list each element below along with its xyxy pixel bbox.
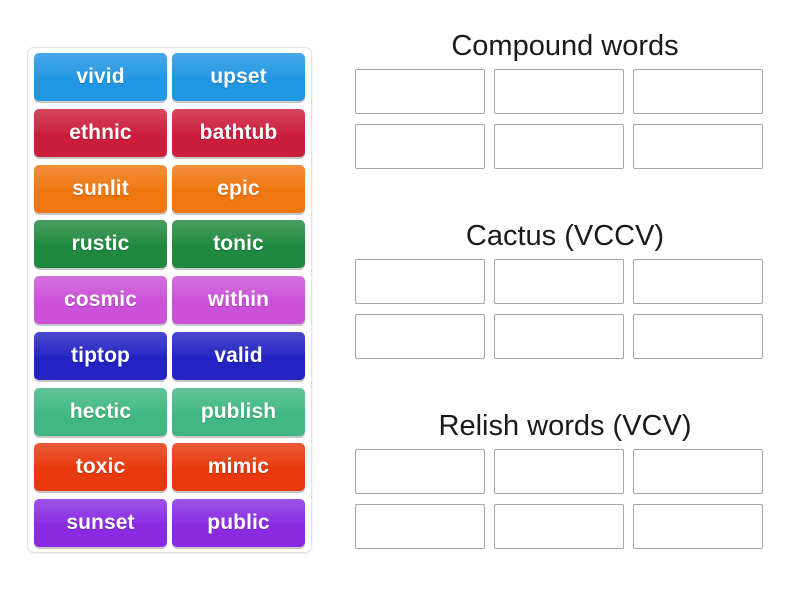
word-tile[interactable]: epic — [172, 164, 305, 213]
word-tile[interactable]: hectic — [34, 387, 167, 436]
drop-box[interactable] — [633, 314, 763, 360]
drop-box[interactable] — [494, 69, 624, 115]
word-tile[interactable]: tonic — [172, 220, 305, 269]
drop-box[interactable] — [355, 259, 485, 305]
category-title: Compound words — [451, 30, 679, 62]
drop-box[interactable] — [494, 124, 624, 170]
drop-box[interactable] — [355, 69, 485, 115]
word-tile[interactable]: mimic — [172, 443, 305, 492]
category-cactus-vccv: Cactus (VCCV) — [340, 220, 790, 360]
word-tile[interactable]: ethnic — [34, 108, 167, 157]
category-relish-words-vcv: Relish words (VCV) — [340, 410, 790, 550]
drop-box[interactable] — [633, 124, 763, 170]
word-tile[interactable]: within — [172, 276, 305, 324]
drop-box[interactable] — [633, 259, 763, 305]
drop-box[interactable] — [633, 449, 763, 495]
drop-box[interactable] — [494, 449, 624, 495]
drop-box[interactable] — [355, 449, 485, 495]
word-tile[interactable]: rustic — [34, 220, 167, 269]
drop-box[interactable] — [633, 504, 763, 550]
word-tile[interactable]: toxic — [34, 443, 167, 492]
category-title: Cactus (VCCV) — [465, 220, 665, 252]
drop-box[interactable] — [494, 259, 624, 305]
word-tile[interactable]: valid — [172, 331, 305, 380]
drop-box[interactable] — [494, 314, 624, 360]
drop-grid-cactus-vccv — [340, 259, 790, 360]
word-tile[interactable]: publish — [172, 387, 305, 436]
drop-box[interactable] — [355, 504, 485, 550]
category-compound-words: Compound words — [340, 30, 790, 170]
word-tile[interactable]: upset — [172, 53, 305, 101]
category-list: Compound words Cactus (VCCV) Relish word… — [340, 30, 790, 580]
drop-box[interactable] — [355, 124, 485, 170]
word-tile[interactable]: tiptop — [34, 331, 167, 380]
category-title: Relish words (VCV) — [438, 410, 692, 442]
word-tile[interactable]: bathtub — [172, 108, 305, 157]
word-tile[interactable]: vivid — [34, 53, 167, 101]
drop-box[interactable] — [355, 314, 485, 360]
drop-grid-relish-words-vcv — [340, 449, 790, 550]
word-tile[interactable]: public — [172, 499, 305, 547]
word-tile[interactable]: sunset — [34, 499, 167, 547]
word-tile[interactable]: sunlit — [34, 164, 167, 213]
drop-box[interactable] — [494, 504, 624, 550]
word-tile[interactable]: cosmic — [34, 276, 167, 324]
drop-grid-compound-words — [340, 69, 790, 170]
drop-box[interactable] — [633, 69, 763, 115]
